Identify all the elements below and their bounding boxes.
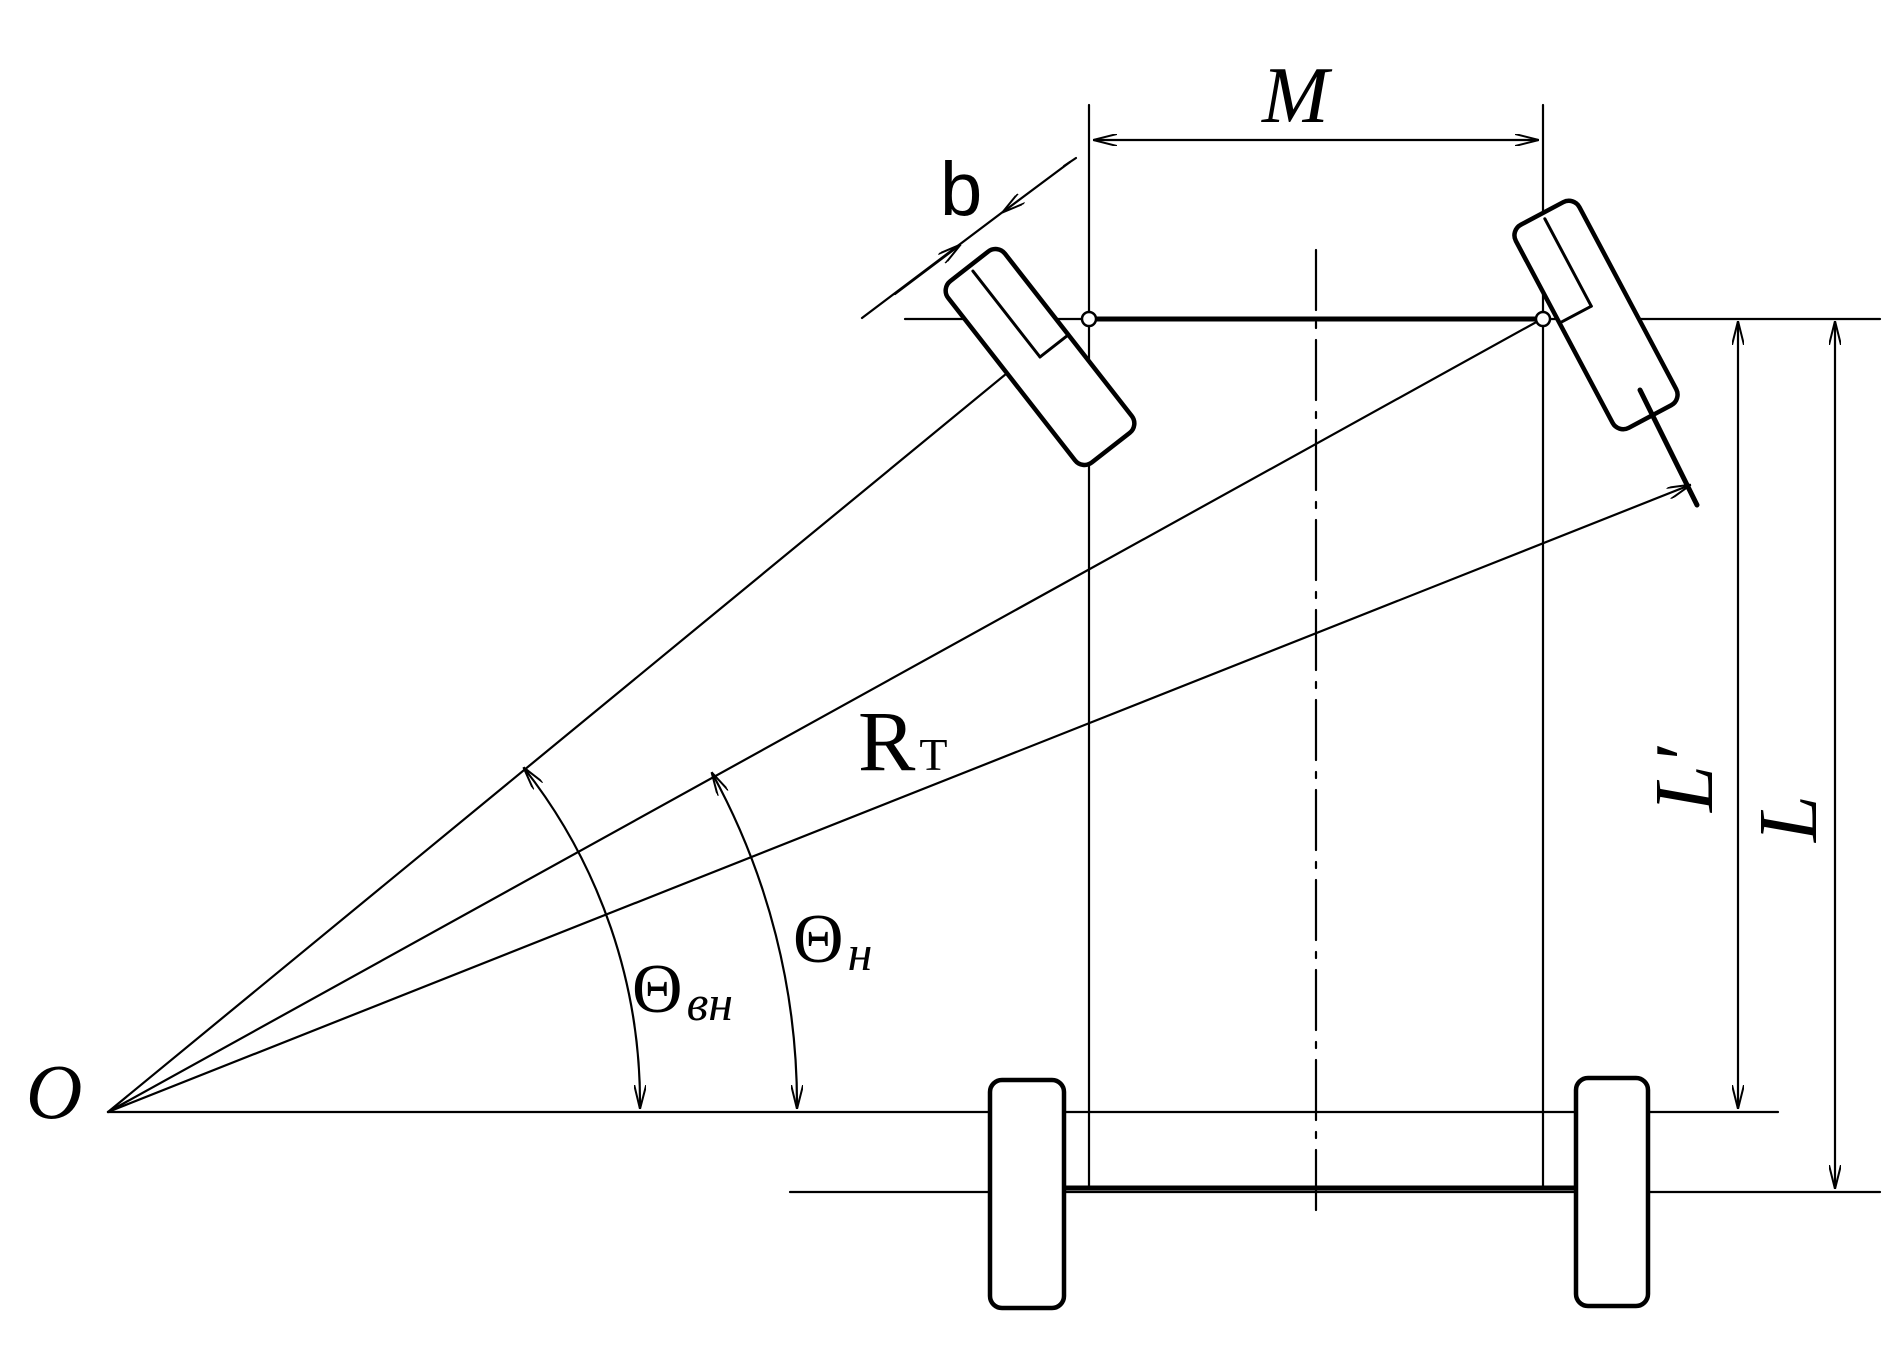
theta-outer-arc bbox=[712, 773, 797, 1110]
front-inner-wheel bbox=[943, 246, 1137, 468]
outer-wheel-radius-line bbox=[106, 485, 1690, 1114]
b-dimension-arrow-2 bbox=[1003, 160, 1072, 212]
wheel-width-label: b bbox=[940, 147, 982, 232]
inner-wheel-radius-line bbox=[106, 344, 1042, 1114]
b-dimension-arrow-1 bbox=[893, 245, 960, 296]
theta-outer-subscript: н bbox=[848, 925, 873, 981]
radius-label: RT bbox=[858, 693, 947, 789]
outer-kingpin-pivot bbox=[1534, 310, 1552, 328]
front-outer-wheel bbox=[1512, 198, 1680, 432]
wheelbase-label: L bbox=[1742, 795, 1835, 843]
wheelbase-prime-label: L′ bbox=[1638, 745, 1731, 813]
outer-wheel-plane-line bbox=[1637, 387, 1700, 508]
track-label: M bbox=[1261, 52, 1333, 140]
inner-kingpin-pivot bbox=[1080, 310, 1098, 328]
origin-label: O bbox=[26, 1048, 82, 1135]
radius-label-sub: T bbox=[919, 729, 947, 780]
theta-inner-symbol: Θ bbox=[632, 951, 683, 1028]
theta-inner-subscript: вн bbox=[687, 975, 734, 1031]
theta-outer-label: Θн bbox=[793, 901, 872, 981]
outer-kingpin-radius-line bbox=[106, 318, 1542, 1114]
rear-right-wheel bbox=[1573, 1075, 1651, 1309]
radius-label-main: R bbox=[858, 693, 916, 789]
theta-inner-arc bbox=[524, 768, 640, 1110]
theta-outer-symbol: Θ bbox=[793, 901, 844, 978]
theta-inner-label: Θвн bbox=[632, 951, 733, 1031]
rear-left-wheel bbox=[987, 1077, 1067, 1311]
